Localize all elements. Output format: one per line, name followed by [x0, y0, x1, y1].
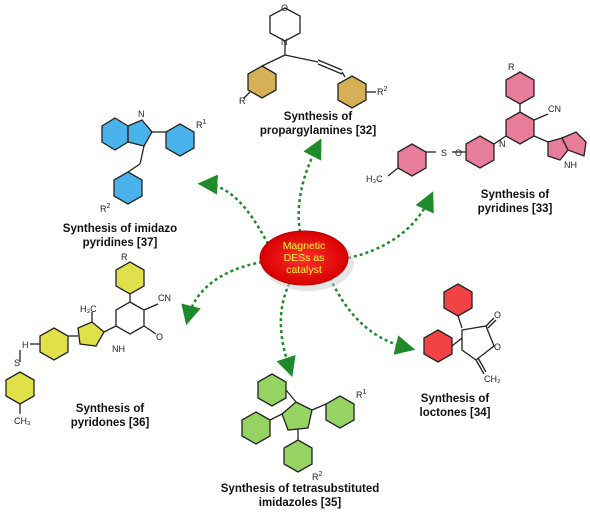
- label-imidazo-line1: Synthesis of imidazo: [62, 223, 178, 235]
- arrow-to-propargylamines: [297, 138, 322, 233]
- atom-r-pyridines: R: [508, 62, 515, 72]
- arrow-to-imidazoles: [276, 277, 296, 378]
- atom-r2-propargyl: R2: [377, 86, 388, 97]
- molecule-pyridones: [5, 261, 159, 414]
- label-pyridones-line1: Synthesis of: [75, 403, 145, 415]
- atom-o-ring-loctones: O: [494, 342, 501, 352]
- atom-n-pyridines: N: [499, 139, 506, 149]
- label-propargylamines: Synthesis of propargylamines [32]: [248, 110, 388, 138]
- label-pyridones-line2: pyridones [36]: [70, 417, 150, 429]
- atom-ch2-loctones: CH₂: [484, 374, 501, 384]
- atom-ch3-pyridones: CH₃: [14, 416, 31, 426]
- arrow-to-pyridines: [347, 191, 434, 260]
- atom-o-pyridones: O: [156, 332, 163, 342]
- molecule-loctones: [423, 283, 497, 375]
- molecule-imidazo: [101, 117, 195, 205]
- ring-loctone-left-phenyl: [423, 329, 453, 363]
- ring-pyridone-core: [115, 301, 145, 335]
- atom-s-pyridines: S: [441, 148, 447, 158]
- atom-n-morpholine: N: [281, 37, 288, 47]
- arrow-to-pyridones: [181, 260, 263, 326]
- arrow-to-loctones: [328, 277, 416, 355]
- center-node-label: Magnetic DESs as catalyst: [262, 240, 346, 276]
- ring-imidazole-right: [325, 395, 355, 429]
- atom-cn-pyridines: CN: [548, 104, 561, 114]
- label-imidazoles-line1: Synthesis of tetrasubstituted: [220, 483, 380, 495]
- arrow-to-imidazo: [197, 174, 270, 245]
- atom-h3c-pyridines: H₃C: [366, 174, 383, 184]
- atom-s-pyridones: S: [14, 358, 20, 368]
- ring-imidazo-five: [127, 119, 153, 147]
- label-imidazoles: Synthesis of tetrasubstituted imidazoles…: [210, 482, 390, 510]
- ring-loctone-top-phenyl: [443, 283, 473, 317]
- atom-o-morpholine: O: [281, 3, 288, 13]
- center-line-3: catalyst: [286, 264, 322, 276]
- molecule-imidazoles: [241, 373, 355, 473]
- ring-pyridine-top-phenyl: [505, 71, 535, 105]
- atom-h-pyridones: H: [22, 340, 29, 350]
- atom-r-propargyl: R: [239, 96, 246, 106]
- ring-imidazo-pyridine: [101, 117, 129, 151]
- label-imidazo-line2: pyridines [37]: [82, 237, 158, 249]
- atom-cn-pyridones: CN: [158, 293, 171, 303]
- label-propargylamines-line2: propargylamines [32]: [259, 125, 377, 137]
- atom-r2-imidazoles: R2: [312, 471, 323, 482]
- ring-pyridine-aryl: [465, 135, 495, 169]
- label-loctones-line2: loctones [34]: [419, 407, 491, 419]
- molecule-propargylamines: [243, 7, 376, 109]
- label-loctones: Synthesis of loctones [34]: [400, 392, 510, 420]
- ring-propargyl-right: [337, 75, 367, 109]
- atom-o-pyridines: O: [455, 148, 462, 158]
- atom-r-pyridones: R: [121, 252, 128, 262]
- ring-imidazole-left: [241, 411, 271, 445]
- atom-h3c-pyridones: H₃C: [80, 304, 97, 314]
- ring-indole-five: [547, 137, 569, 161]
- ring-imidazole-topleft: [257, 373, 287, 407]
- ring-lactone: [461, 325, 495, 361]
- molecule-pyridines: [387, 71, 587, 177]
- ring-indole-six: [561, 131, 587, 157]
- ring-pyridone-top-phenyl: [115, 261, 145, 295]
- center-node: [259, 230, 349, 286]
- ring-triazole: [77, 321, 105, 347]
- label-imidazoles-line2: imidazoles [35]: [258, 497, 342, 509]
- atom-r1-imidazoles: R1: [356, 389, 367, 400]
- ring-tosyl-pyr: [397, 143, 427, 177]
- label-pyridones: Synthesis of pyridones [36]: [50, 402, 170, 430]
- label-imidazo: Synthesis of imidazo pyridines [37]: [50, 222, 190, 250]
- atom-nh-pyridines: NH: [564, 160, 577, 170]
- label-pyridines-line2: pyridines [33]: [477, 203, 553, 215]
- atom-r1-imidazo: R1: [196, 119, 207, 130]
- label-pyridines-line1: Synthesis of: [480, 189, 550, 201]
- ring-pyridone-aryl: [39, 327, 69, 361]
- ring-imidazole-bottom: [283, 439, 313, 473]
- center-line-2: DESs as: [283, 252, 325, 264]
- arrows: [181, 138, 434, 378]
- center-line-1: Magnetic: [282, 240, 326, 252]
- atom-nh-pyridones: NH: [112, 344, 125, 354]
- ring-imidazo-phenyl: [165, 123, 195, 157]
- label-loctones-line1: Synthesis of: [420, 393, 490, 405]
- label-pyridines: Synthesis of pyridines [33]: [455, 188, 575, 216]
- ring-propargyl-left: [247, 65, 277, 99]
- atom-o-carbonyl-loctones: O: [494, 310, 501, 320]
- atom-n-imidazo: N: [138, 109, 145, 119]
- label-propargylamines-line1: Synthesis of: [283, 111, 353, 123]
- ring-imidazo-benzyl: [113, 171, 143, 205]
- ring-pyridine-core: [505, 111, 535, 145]
- atom-r2-imidazo: R2: [100, 203, 111, 214]
- ring-tosyl-pyridone: [5, 371, 35, 405]
- ring-imidazole-core: [281, 401, 313, 431]
